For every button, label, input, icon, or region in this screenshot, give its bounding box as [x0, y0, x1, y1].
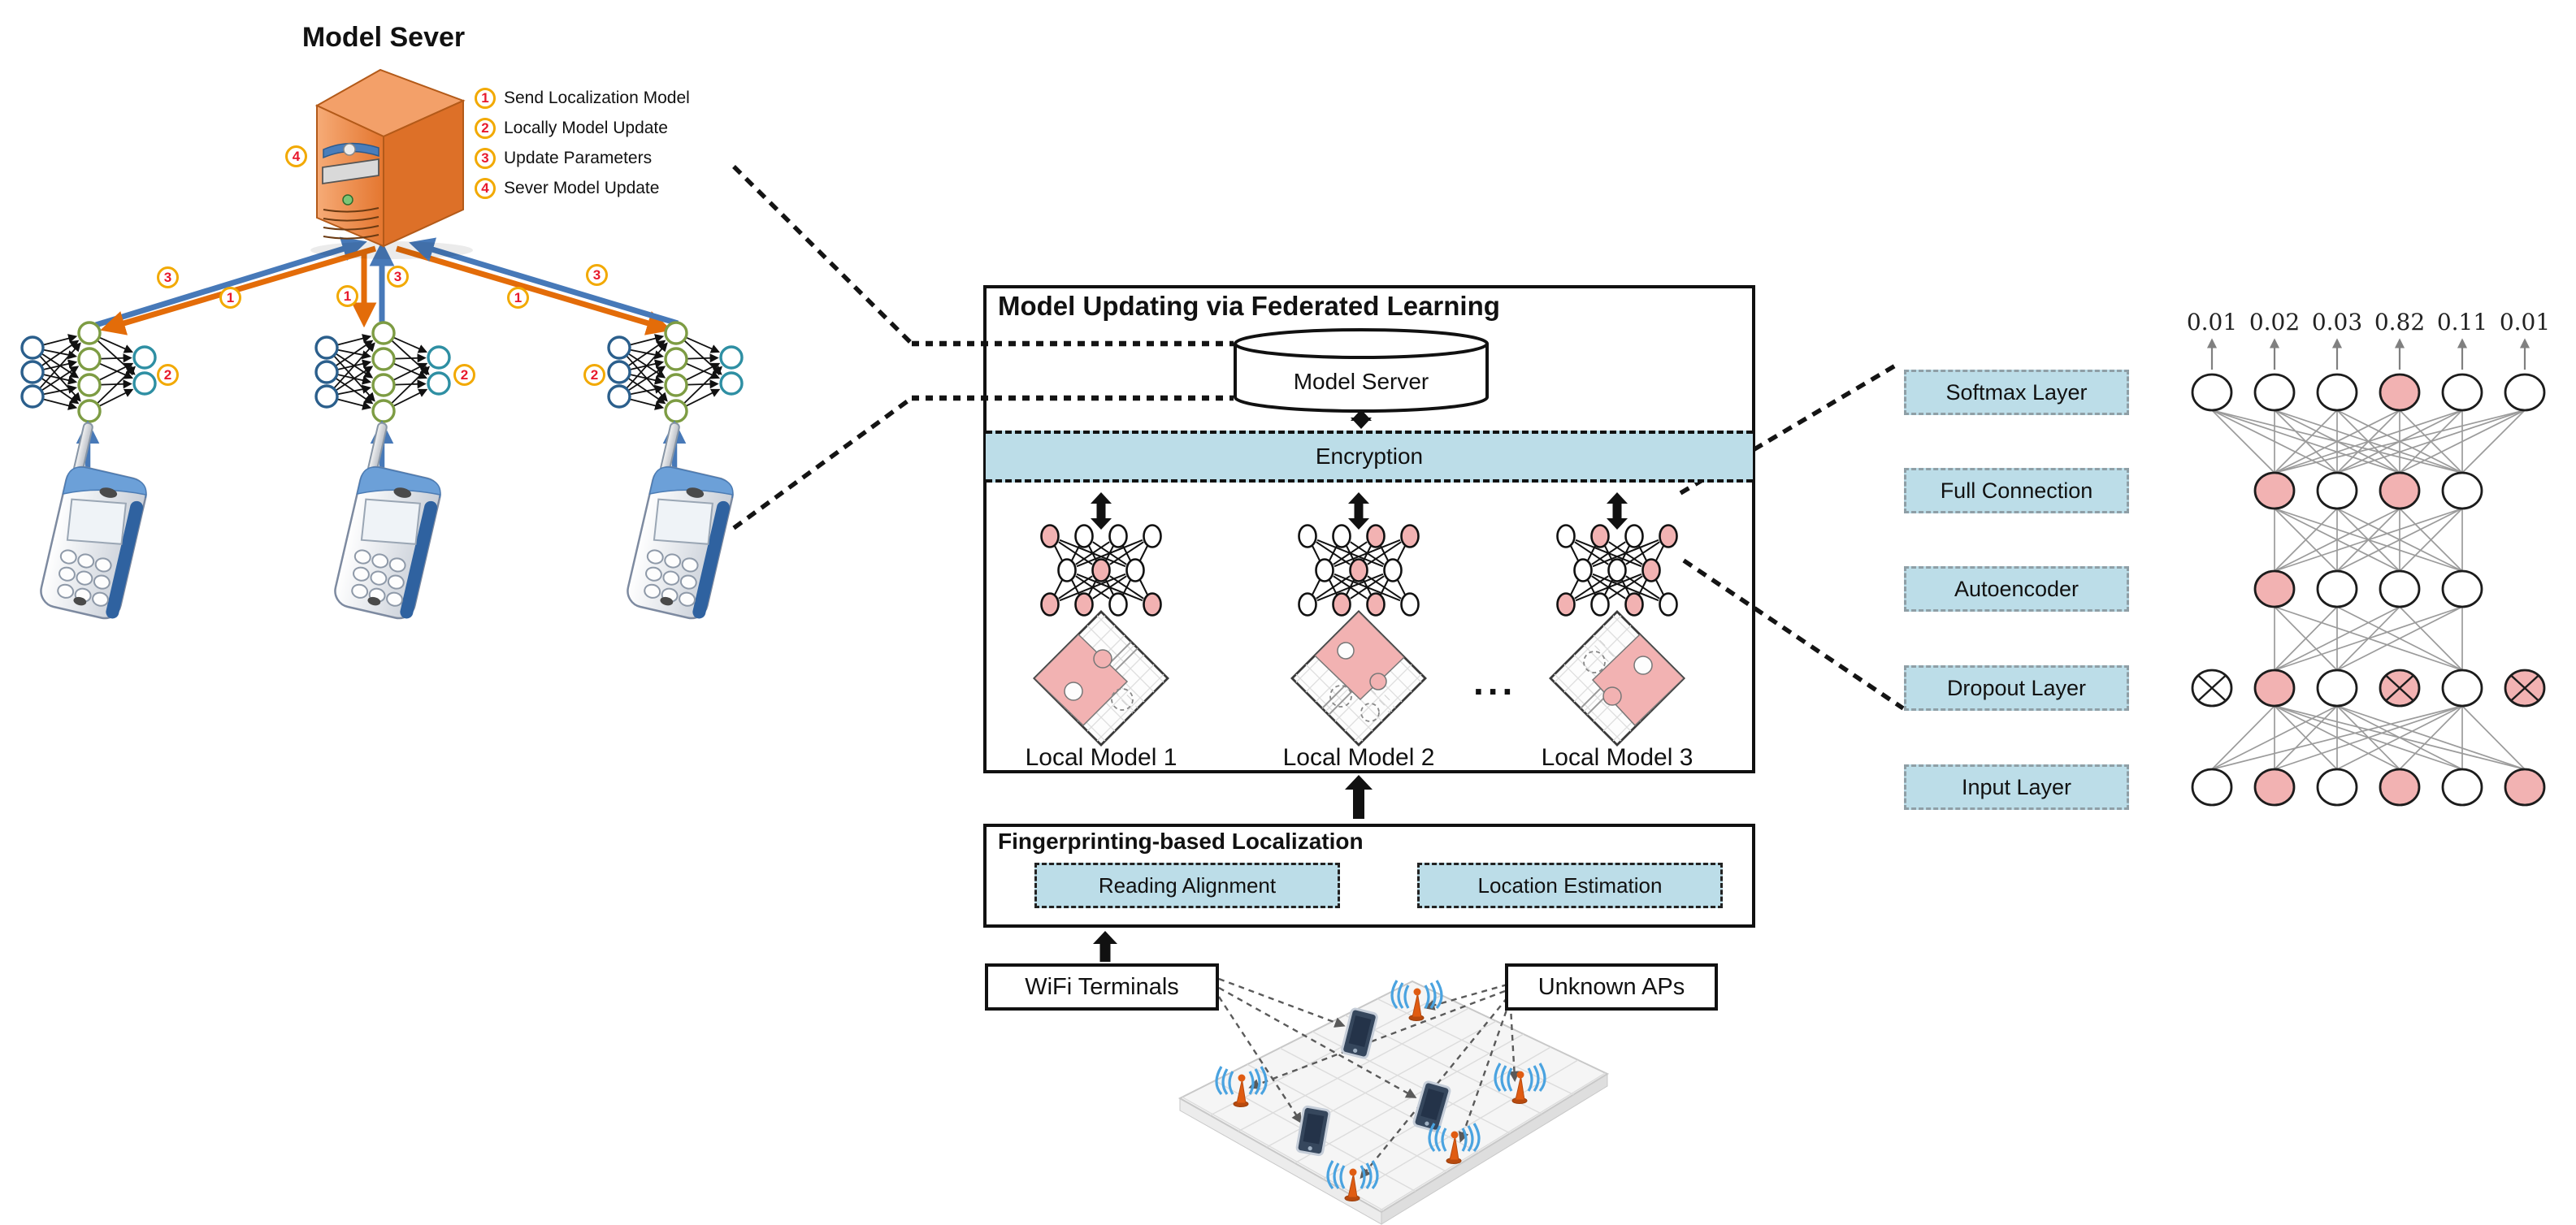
server-step-badge: 4 — [285, 145, 307, 167]
local-model-3-label: Local Model 3 — [1541, 744, 1693, 771]
local-update-badge-1: 2 — [157, 364, 179, 386]
probability-value-3: 0.03 — [2311, 309, 2363, 335]
probability-value-5: 0.11 — [2436, 309, 2488, 335]
wifi-terminals-box: WiFi Terminals — [985, 963, 1219, 1011]
federated-learning-box — [983, 285, 1755, 773]
legend-item-2: 2 Locally Model Update — [475, 116, 668, 141]
probability-value-4: 0.82 — [2374, 309, 2426, 335]
probability-value-1: 0.01 — [2186, 309, 2238, 335]
legend-step-2-icon: 2 — [475, 118, 496, 139]
input-layer-label: Input Layer — [1904, 764, 2129, 810]
arrow-badge-1-right: 1 — [507, 287, 529, 309]
model-server-db-label: Model Server — [1293, 369, 1429, 394]
local-models-ellipsis: ... — [1473, 660, 1517, 703]
local-update-badge-2: 2 — [453, 364, 475, 386]
autoencoder-label: Autoencoder — [1904, 566, 2129, 612]
arrow-badge-3-left: 3 — [157, 266, 179, 288]
fingerprinting-title: Fingerprinting-based Localization — [998, 829, 1364, 854]
dropout-layer-label: Dropout Layer — [1904, 665, 2129, 711]
arrow-badge-3-mid: 3 — [387, 266, 409, 288]
softmax-layer-label: Softmax Layer — [1904, 370, 2129, 415]
probability-value-2: 0.02 — [2249, 309, 2301, 335]
legend-step-3-label: Update Parameters — [504, 149, 653, 167]
unknown-aps-box: Unknown APs — [1505, 963, 1718, 1011]
legend-step-3-icon: 3 — [475, 148, 496, 169]
local-update-badge-3: 2 — [583, 364, 605, 386]
local-model-2-label: Local Model 2 — [1282, 744, 1435, 771]
legend-step-2-label: Locally Model Update — [504, 119, 668, 137]
legend-step-4-icon: 4 — [475, 178, 496, 199]
full-connection-label: Full Connection — [1904, 468, 2129, 513]
arrow-badge-3-right: 3 — [586, 264, 608, 286]
legend-item-4: 4 Sever Model Update — [475, 176, 659, 201]
probability-value-6: 0.01 — [2499, 309, 2551, 335]
arrow-badge-1-left: 1 — [219, 287, 241, 309]
legend-item-3: 3 Update Parameters — [475, 146, 652, 171]
fingerprinting-box — [983, 824, 1755, 928]
local-model-1-label: Local Model 1 — [1025, 744, 1177, 771]
model-server-title: Model Sever — [301, 21, 466, 53]
legend-step-1-label: Send Localization Model — [504, 89, 690, 107]
arrow-badge-1-mid: 1 — [336, 285, 358, 307]
legend-item-1: 1 Send Localization Model — [475, 86, 690, 110]
reading-alignment-module: Reading Alignment — [1034, 863, 1340, 908]
legend-step-4-label: Sever Model Update — [504, 179, 660, 197]
encryption-bar: Encryption — [986, 431, 1753, 483]
legend-step-1-icon: 1 — [475, 88, 496, 109]
location-estimation-module: Location Estimation — [1417, 863, 1723, 908]
federated-box-title: Model Updating via Federated Learning — [998, 291, 1500, 321]
